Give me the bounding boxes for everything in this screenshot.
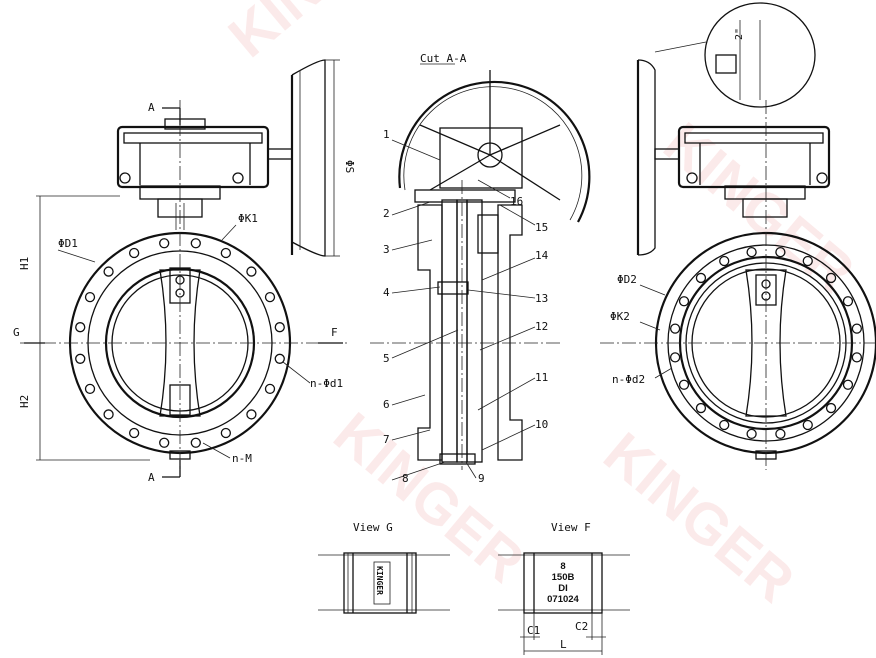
watermark: KINGER [322, 400, 537, 595]
part-number: 3 [383, 243, 390, 256]
bolt-hole [678, 379, 690, 390]
bolt-hole [851, 323, 863, 334]
section-marker-bottom: A [148, 471, 155, 484]
view-f: View F 8 150B DI 071024 C1 C2 L [498, 521, 630, 655]
bolt-hole [825, 402, 837, 414]
dim-c2: C2 [575, 620, 588, 633]
part-number: 13 [535, 292, 548, 305]
bolt-hole [669, 323, 681, 334]
view-f-title: View F [551, 521, 591, 534]
bolt-hole [719, 419, 730, 431]
part-number: 1 [383, 128, 390, 141]
marker-g: G [13, 326, 20, 339]
detail-dim: 2" [734, 28, 745, 40]
bolt-hole [84, 383, 96, 395]
nameplate-line: 150B [552, 572, 575, 583]
bolt-hole [274, 322, 285, 333]
dim-phi-s: ΦS [343, 160, 356, 173]
part-number: 8 [402, 472, 409, 485]
body-marking: KINGER [375, 566, 384, 595]
bolt-hole [75, 353, 86, 364]
bolt-hole [695, 402, 707, 414]
view-g-title: View G [353, 521, 393, 534]
part-number: 16 [510, 195, 523, 208]
bolt-hole [669, 352, 681, 363]
bolt-hole [84, 291, 96, 303]
part-number: 10 [535, 418, 548, 431]
nameplate-line: DI [558, 583, 568, 594]
bolt-hole [825, 272, 837, 284]
bolt-hole [128, 427, 140, 439]
bolt-hole [678, 296, 690, 307]
bolt-hole [220, 247, 232, 259]
dim-phi-k1: ΦK1 [238, 212, 258, 225]
part-number: 7 [383, 433, 390, 446]
watermark-group: KINGER KINGER KINGER KINGER [217, 0, 867, 615]
bolt-hole [851, 352, 863, 363]
bolt-hole [264, 383, 276, 395]
dim-c1: C1 [527, 624, 540, 637]
bolt-hole [775, 428, 786, 440]
section-title: Cut A-A [420, 52, 467, 65]
bolt-hole [746, 428, 757, 440]
bolt-hole [220, 427, 232, 439]
view-g: View G KINGER [318, 521, 450, 614]
section-marker-top: A [148, 101, 155, 114]
part-number: 9 [478, 472, 485, 485]
section-view: Cut A-A [370, 52, 591, 485]
bolt-hole [103, 266, 114, 277]
bolt-hole [775, 246, 786, 258]
marker-f: F [331, 326, 338, 339]
detail-callout [704, 2, 816, 108]
part-number: 5 [383, 352, 390, 365]
dim-phi-d2: ΦD2 [617, 273, 637, 286]
bolt-hole [842, 296, 854, 307]
part-number: 14 [535, 249, 549, 262]
part-number: 15 [535, 221, 548, 234]
dim-n-d1: n-Φd1 [310, 377, 343, 390]
dim-l: L [560, 638, 567, 651]
bolt-hole [802, 419, 813, 431]
bolt-hole [246, 266, 257, 277]
part-number: 4 [383, 286, 390, 299]
nameplate-line: 071024 [547, 594, 579, 605]
dim-h1: H1 [18, 257, 31, 270]
dim-phi-d1: ΦD1 [58, 237, 78, 250]
dim-h2: H2 [18, 395, 31, 408]
dim-n-d2: n-Φd2 [612, 373, 645, 386]
part-number: 6 [383, 398, 390, 411]
nameplate-line: 8 [560, 561, 565, 572]
bolt-hole [274, 353, 285, 364]
bolt-hole [246, 409, 257, 420]
bolt-hole [128, 247, 140, 259]
bolt-hole [159, 238, 170, 249]
bolt-hole [190, 238, 201, 249]
bolt-hole [802, 255, 813, 267]
watermark: KINGER [652, 110, 867, 305]
bolt-hole [842, 379, 854, 390]
bolt-hole [695, 272, 707, 284]
bolt-hole [75, 322, 86, 333]
bolt-hole [159, 437, 170, 448]
part-number: 12 [535, 320, 548, 333]
dim-phi-k2: ΦK2 [610, 310, 630, 323]
bolt-hole [264, 291, 276, 303]
bolt-hole [719, 255, 730, 267]
part-number: 11 [535, 371, 548, 384]
watermark: KINGER [592, 420, 807, 615]
bolt-hole [190, 437, 201, 448]
bolt-hole [746, 246, 757, 258]
rear-view: 2" ΦD2 ΦK2 n-Φd2 [600, 2, 876, 470]
bolt-hole [103, 409, 114, 420]
part-number: 2 [383, 207, 390, 220]
dim-n-m: n-M [232, 452, 252, 465]
front-view: ΦS A A G F H1 H2 ΦD1 ΦK1 [13, 59, 356, 484]
